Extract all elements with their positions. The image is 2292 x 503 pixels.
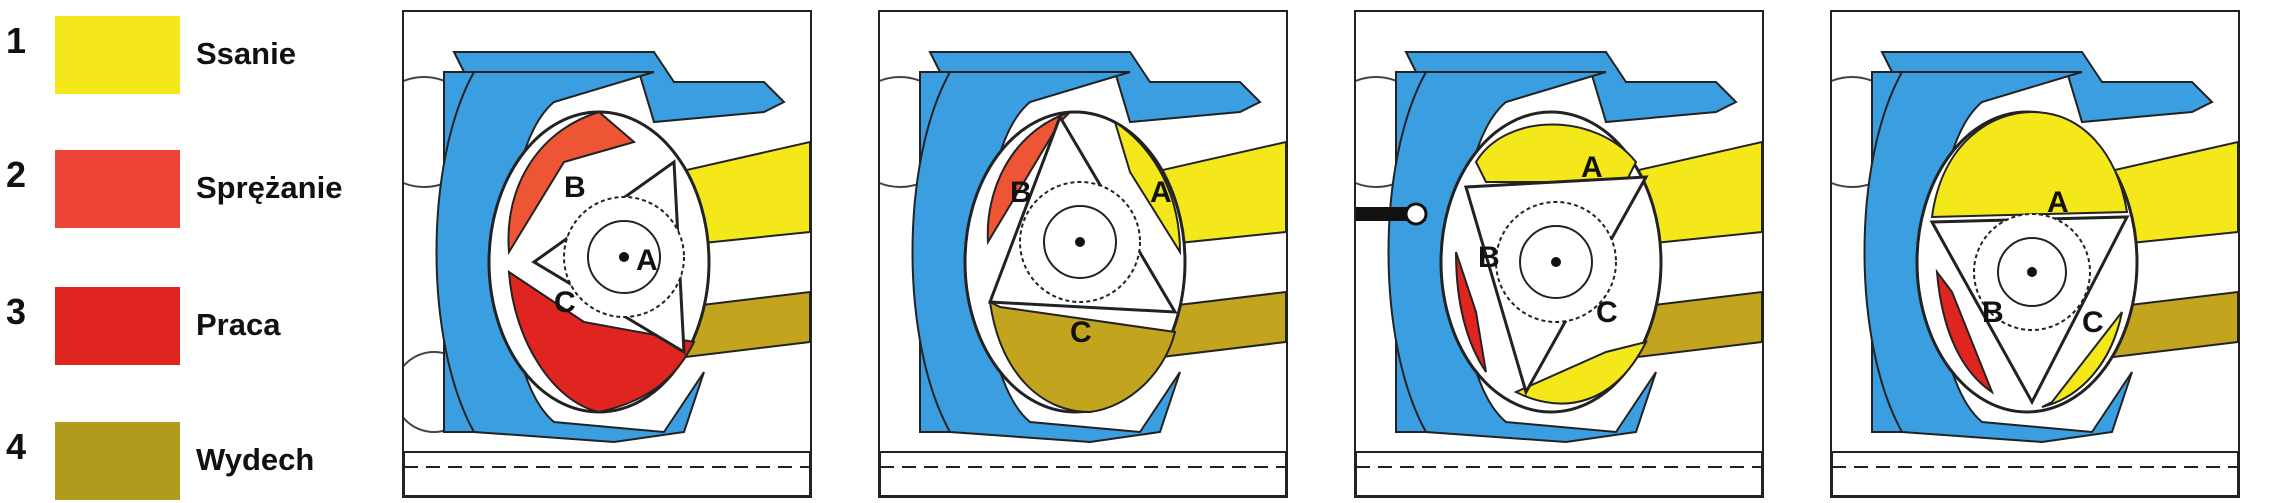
legend-item-exhaust: 4 Wydech (0, 422, 390, 502)
legend-label: Ssanie (196, 36, 296, 71)
legend-swatch-compression (55, 150, 180, 228)
rotor-apex-label-c: C (1070, 316, 1092, 349)
legend-label: Wydech (196, 442, 315, 477)
engine-panel-1: A B C (402, 10, 812, 498)
engine-panel-4: A B C (1830, 10, 2240, 498)
rotor-apex-label-a: A (636, 244, 658, 277)
legend-label: Praca (196, 307, 281, 342)
legend-swatch-power (55, 287, 180, 365)
rotor-apex-label-c: C (1596, 296, 1618, 329)
engine-diagram-4: A B C (1832, 51, 2238, 496)
legend-item-power: 3 Praca (0, 287, 390, 367)
rotor-apex-label-a: A (2047, 186, 2069, 219)
rotor-apex-label-c: C (554, 286, 576, 319)
legend-item-compression: 2 Sprężanie (0, 150, 390, 230)
legend-number: 4 (6, 426, 27, 467)
engine-diagram-3: A B C (1356, 51, 1762, 496)
rotor-apex-label-b: B (1010, 176, 1032, 209)
engine-diagram-1: A B C (404, 51, 810, 496)
legend: 1 Ssanie 2 Sprężanie 3 Praca 4 Wydech (0, 0, 390, 503)
rotor-apex-label-a: A (1581, 151, 1603, 184)
legend-item-intake: 1 Ssanie (0, 16, 390, 96)
engine-diagram-2: A B C (880, 51, 1286, 496)
legend-number: 3 (6, 291, 27, 332)
engine-panel-2: A B C (878, 10, 1288, 498)
legend-swatch-intake (55, 16, 180, 94)
legend-swatch-exhaust (55, 422, 180, 500)
rotor-apex-label-c: C (2082, 306, 2104, 339)
legend-label: Sprężanie (196, 170, 343, 205)
rotor-apex-label-a: A (1150, 176, 1172, 209)
legend-number: 1 (6, 20, 27, 61)
engine-panel-3: A B C (1354, 10, 1764, 498)
legend-number: 2 (6, 154, 27, 195)
rotor-apex-label-b: B (564, 171, 586, 204)
rotor-apex-label-b: B (1478, 241, 1500, 274)
rotor-apex-label-b: B (1982, 296, 2004, 329)
